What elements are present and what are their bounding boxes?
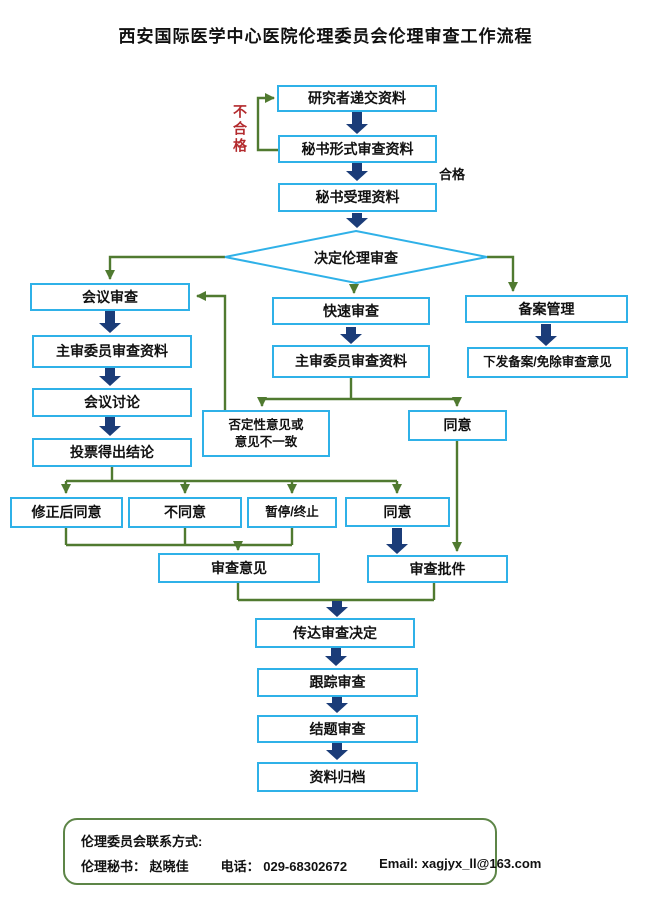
node-meeting-review: 会议审查 — [30, 283, 190, 311]
node-filing-management: 备案管理 — [465, 295, 628, 323]
flow-line-to-meeting-review — [105, 255, 225, 280]
contact-box: 伦理委员会联系方式: 伦理秘书： 赵晓佳 电话： 029-68302672 Em… — [63, 818, 541, 885]
decision-diamond-shape — [224, 229, 488, 285]
node-review-approval: 审查批件 — [367, 555, 508, 583]
page-title: 西安国际医学中心医院伦理委员会伦理审查工作流程 — [118, 27, 533, 46]
block-arrow — [340, 327, 362, 344]
block-arrow — [535, 324, 557, 346]
block-arrow — [99, 417, 121, 436]
node-decide-review: 决定伦理审查 — [314, 250, 398, 266]
node-vote-conclusion: 投票得出结论 — [32, 438, 192, 467]
node-filing-issue: 下发备案/免除审查意见 — [467, 347, 628, 378]
block-arrow — [346, 163, 368, 181]
node-formal-review: 秘书形式审查资料 — [278, 135, 437, 163]
flow-line-unqualified-loop — [256, 93, 278, 152]
node-meeting-discussion: 会议讨论 — [32, 388, 192, 417]
node-submit-materials: 研究者递交资料 — [277, 85, 437, 112]
contact-phone: 电话： 029-68302672 — [220, 859, 348, 874]
node-negative-opinion: 否定性意见或 意见不一致 — [202, 410, 330, 457]
block-arrows — [99, 112, 557, 760]
block-arrow — [386, 528, 408, 554]
block-arrow — [99, 368, 121, 386]
node-fast-review: 快速审查 — [272, 297, 430, 325]
node-agree-fast: 同意 — [408, 410, 507, 441]
green-connectors — [61, 93, 518, 602]
node-disagree: 不同意 — [128, 497, 242, 528]
block-arrow — [326, 697, 348, 713]
node-chief-review-meeting: 主审委员审查资料 — [32, 335, 192, 368]
label-qualified: 合格 — [439, 167, 466, 182]
block-arrow — [346, 112, 368, 134]
block-arrow — [346, 213, 368, 228]
contact-details: 伦理秘书： 赵晓佳 电话： 029-68302672 Email: xagjyx… — [81, 856, 541, 875]
node-suspend-terminate: 暂停/终止 — [247, 497, 337, 528]
block-arrow — [99, 311, 121, 333]
node-convey-decision: 传达审查决定 — [255, 618, 415, 648]
block-arrow — [326, 743, 348, 760]
node-archive: 资料归档 — [257, 762, 418, 792]
block-arrow — [326, 601, 348, 617]
node-accept-materials: 秘书受理资料 — [278, 183, 437, 212]
flow-line-to-filing — [487, 255, 518, 292]
contact-heading: 伦理委员会联系方式: — [81, 834, 203, 849]
node-chief-review-fast: 主审委员审查资料 — [272, 345, 430, 378]
contact-secretary: 伦理秘书： 赵晓佳 — [81, 859, 189, 874]
node-conclusion-review: 结题审查 — [257, 715, 418, 743]
block-arrow — [325, 648, 347, 666]
label-unqualified: 不合格 — [232, 104, 248, 155]
node-approve-after-revision: 修正后同意 — [10, 497, 123, 528]
node-agree-meeting: 同意 — [345, 497, 450, 527]
node-review-opinion: 审查意见 — [158, 553, 320, 583]
flow-line-negative-to-meeting — [196, 291, 227, 410]
node-follow-up-review: 跟踪审查 — [257, 668, 418, 697]
contact-email: Email: xagjyx_ll@163.com — [379, 856, 542, 871]
